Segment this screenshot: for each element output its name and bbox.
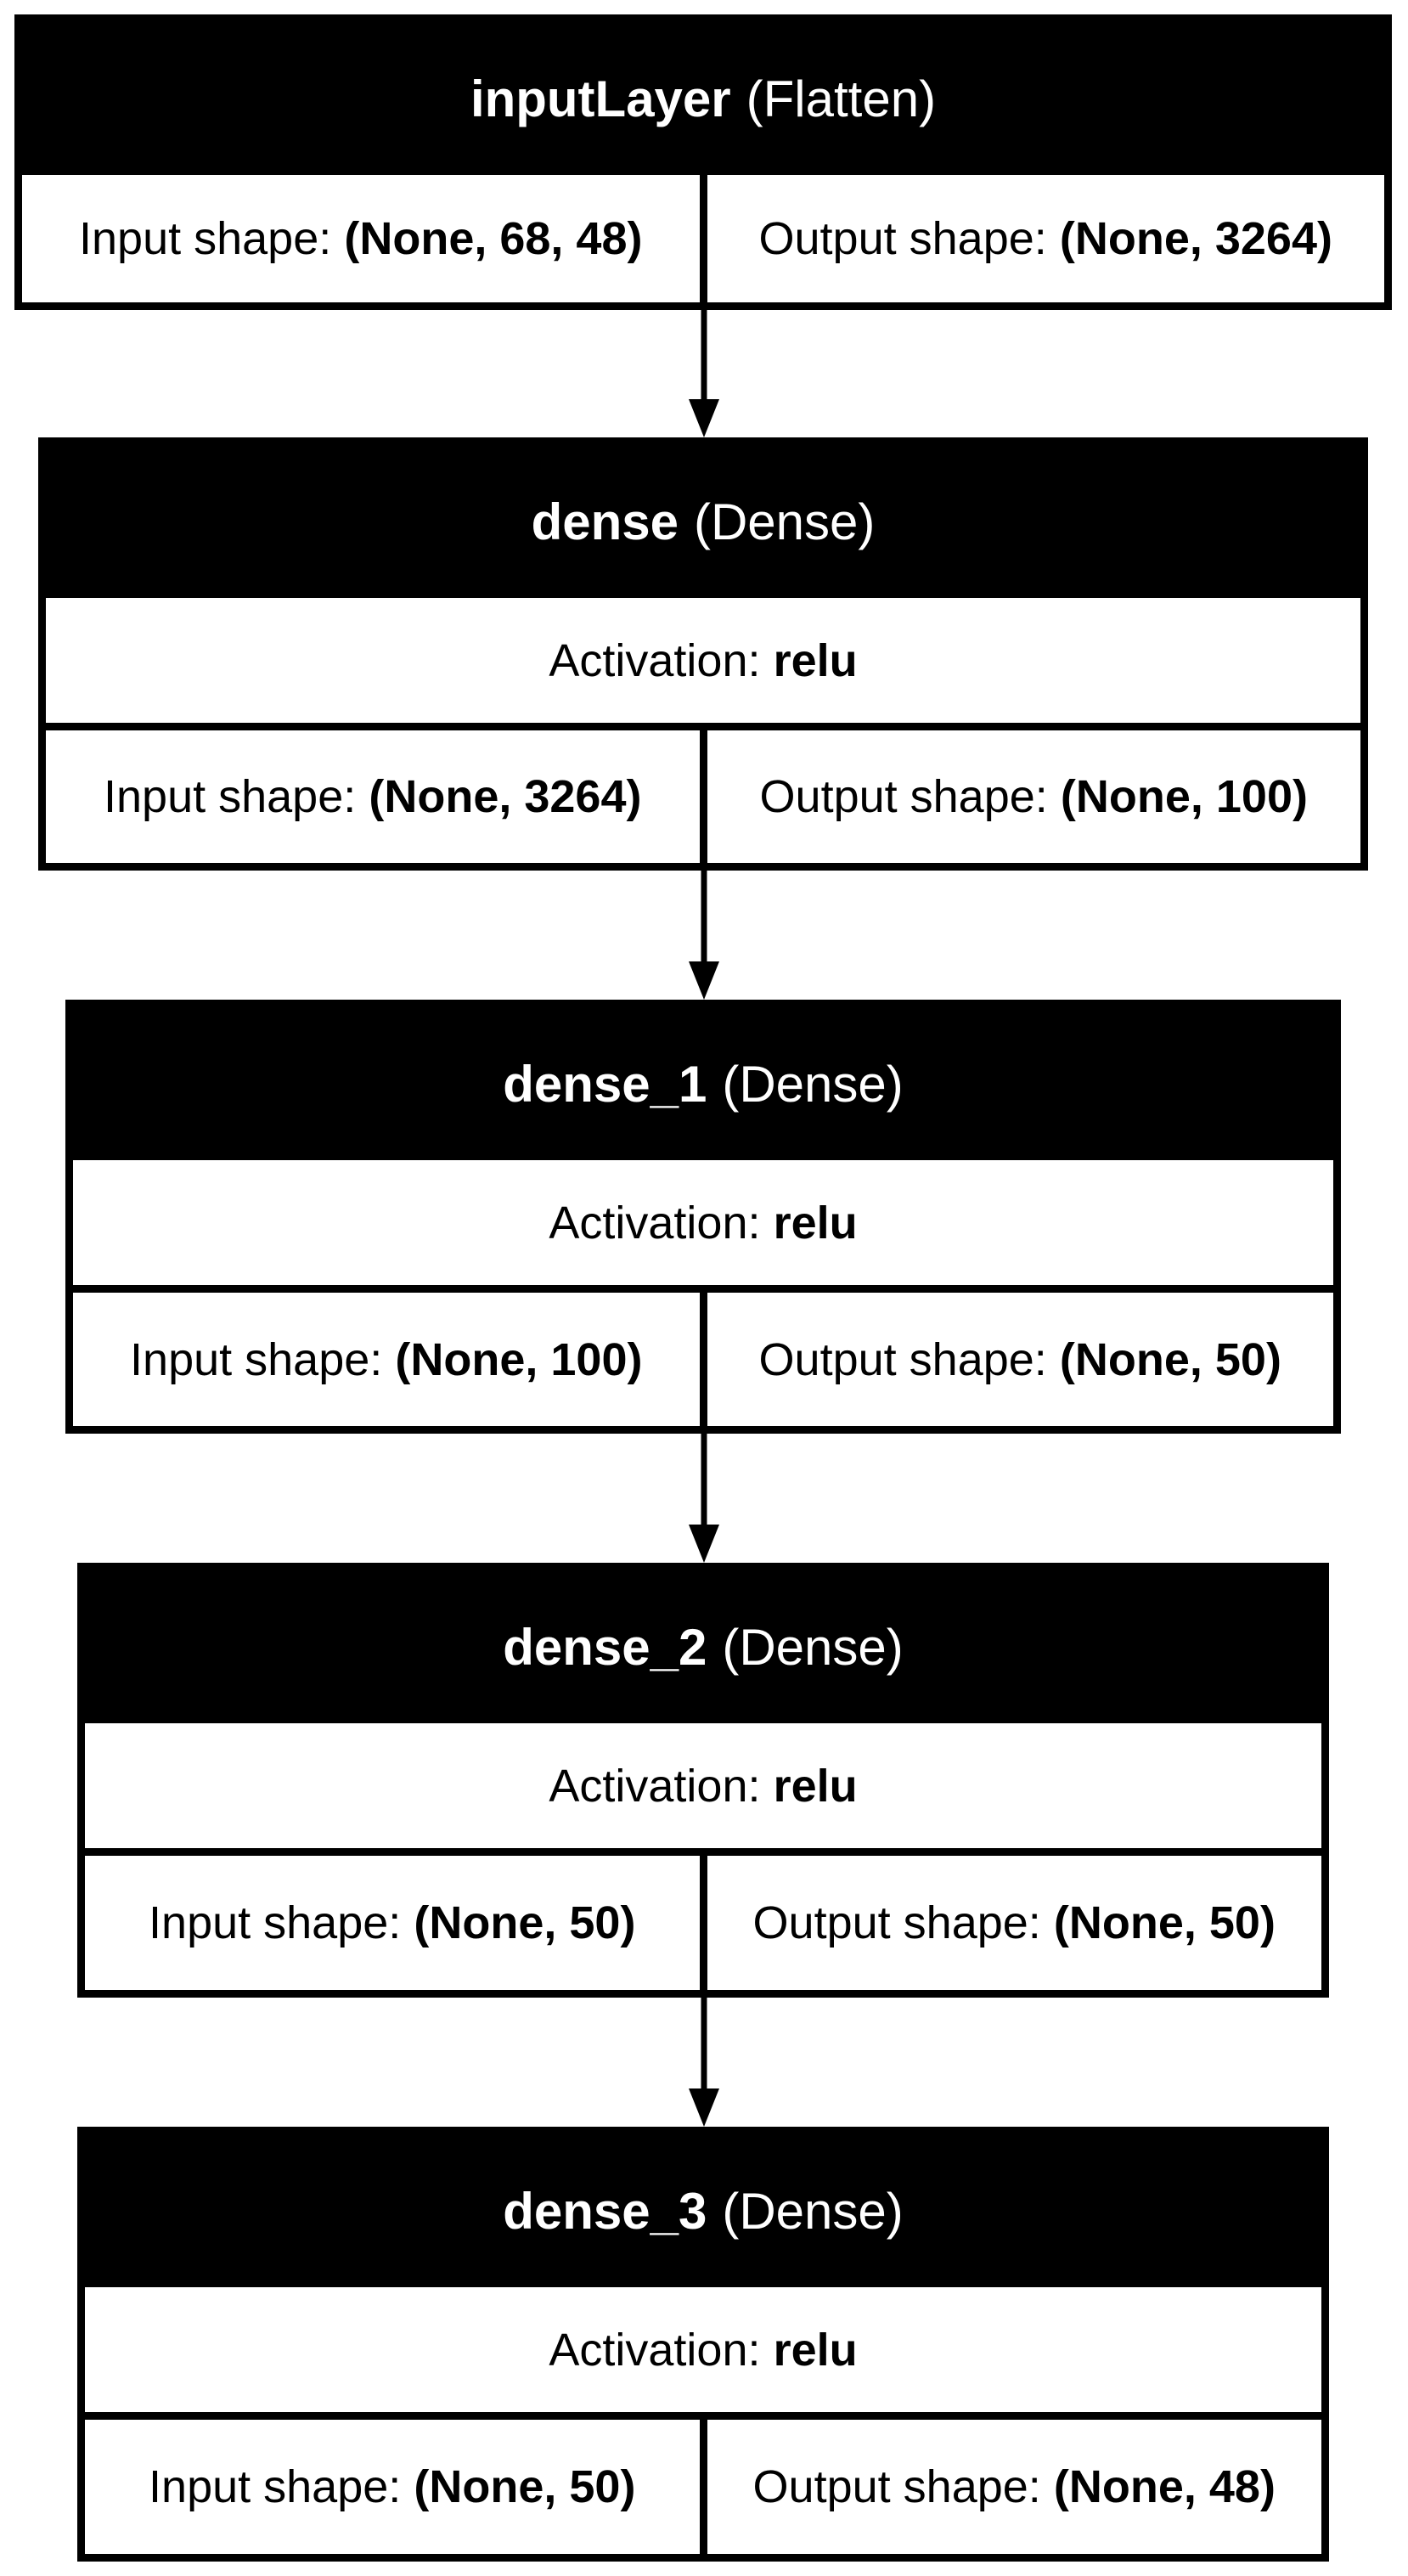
shape-row: Input shape:(None, 100) Output shape:(No… [73, 1293, 1333, 1426]
input-shape-cell: Input shape:(None, 100) [73, 1293, 707, 1426]
layer-type: (Flatten) [746, 70, 937, 127]
output-shape-cell: Output shape:(None, 3264) [707, 175, 1385, 302]
activation-row: Activation:relu [46, 598, 1360, 730]
layer-name: dense [531, 493, 679, 550]
output-shape-label: Output shape: [758, 213, 1047, 264]
output-shape-label: Output shape: [758, 1333, 1047, 1385]
output-shape-value: (None, 100) [1060, 771, 1308, 822]
layer-header: dense_3 (Dense) [85, 2134, 1321, 2287]
arrow-inputlayer-to-dense [689, 310, 719, 437]
shape-row: Input shape:(None, 50) Output shape:(Non… [85, 2420, 1321, 2554]
activation-value: relu [773, 634, 858, 686]
layer-type: (Dense) [722, 1618, 904, 1676]
input-shape-value: (None, 68, 48) [344, 213, 643, 264]
input-shape-label: Input shape: [130, 1333, 383, 1385]
output-shape-value: (None, 50) [1053, 1897, 1276, 1948]
layer-node-dense-1: dense_1 (Dense) Activation:relu Input sha… [65, 1000, 1341, 1434]
output-shape-cell: Output shape:(None, 100) [707, 730, 1361, 863]
layer-type: (Dense) [722, 1055, 904, 1113]
arrow-dense-to-dense-1 [689, 871, 719, 1000]
activation-label: Activation: [549, 634, 761, 686]
input-shape-value: (None, 3264) [369, 771, 642, 822]
output-shape-value: (None, 50) [1059, 1333, 1281, 1385]
activation-label: Activation: [549, 2324, 761, 2376]
output-shape-label: Output shape: [752, 2461, 1041, 2512]
input-shape-value: (None, 100) [395, 1333, 643, 1385]
activation-row: Activation:relu [85, 1723, 1321, 1856]
input-shape-label: Input shape: [149, 2461, 402, 2512]
layer-type: (Dense) [722, 2182, 904, 2240]
activation-value: relu [773, 2324, 858, 2376]
activation-row: Activation:relu [85, 2287, 1321, 2420]
output-shape-value: (None, 48) [1053, 2461, 1276, 2512]
layer-type: (Dense) [694, 493, 876, 550]
layer-node-dense-3: dense_3 (Dense) Activation:relu Input sha… [77, 2127, 1329, 2562]
arrow-dense-1-to-dense-2 [689, 1434, 719, 1563]
activation-value: relu [773, 1760, 858, 1812]
layer-name: inputLayer [470, 70, 731, 127]
layer-node-inputlayer: inputLayer (Flatten) Input shape:(None, 6… [14, 14, 1392, 310]
input-shape-cell: Input shape:(None, 50) [85, 2420, 707, 2554]
layer-name: dense_1 [503, 1055, 707, 1113]
layer-header: inputLayer (Flatten) [22, 22, 1384, 175]
input-shape-cell: Input shape:(None, 3264) [46, 730, 707, 863]
input-shape-cell: Input shape:(None, 50) [85, 1856, 707, 1990]
arrow-dense-2-to-dense-3 [689, 1998, 719, 2127]
layer-node-dense: dense (Dense) Activation:relu Input shape… [38, 437, 1368, 871]
input-shape-label: Input shape: [149, 1897, 402, 1948]
output-shape-label: Output shape: [759, 771, 1048, 822]
output-shape-cell: Output shape:(None, 50) [707, 1856, 1322, 1990]
layer-header: dense (Dense) [46, 445, 1360, 598]
input-shape-label: Input shape: [79, 213, 332, 264]
shape-row: Input shape:(None, 3264) Output shape:(N… [46, 730, 1360, 863]
output-shape-label: Output shape: [752, 1897, 1041, 1948]
input-shape-label: Input shape: [104, 771, 357, 822]
output-shape-cell: Output shape:(None, 48) [707, 2420, 1322, 2554]
layer-name: dense_2 [503, 1618, 707, 1676]
shape-row: Input shape:(None, 50) Output shape:(Non… [85, 1856, 1321, 1990]
activation-row: Activation:relu [73, 1160, 1333, 1293]
output-shape-cell: Output shape:(None, 50) [707, 1293, 1334, 1426]
activation-label: Activation: [549, 1760, 761, 1812]
input-shape-value: (None, 50) [414, 2461, 636, 2512]
layer-header: dense_2 (Dense) [85, 1570, 1321, 1723]
shape-row: Input shape:(None, 68, 48) Output shape:… [22, 175, 1384, 302]
activation-label: Activation: [549, 1197, 761, 1249]
output-shape-value: (None, 3264) [1059, 213, 1332, 264]
layer-header: dense_1 (Dense) [73, 1007, 1333, 1160]
input-shape-value: (None, 50) [414, 1897, 636, 1948]
layer-name: dense_3 [503, 2182, 707, 2240]
input-shape-cell: Input shape:(None, 68, 48) [22, 175, 707, 302]
layer-node-dense-2: dense_2 (Dense) Activation:relu Input sha… [77, 1563, 1329, 1998]
activation-value: relu [773, 1197, 858, 1249]
